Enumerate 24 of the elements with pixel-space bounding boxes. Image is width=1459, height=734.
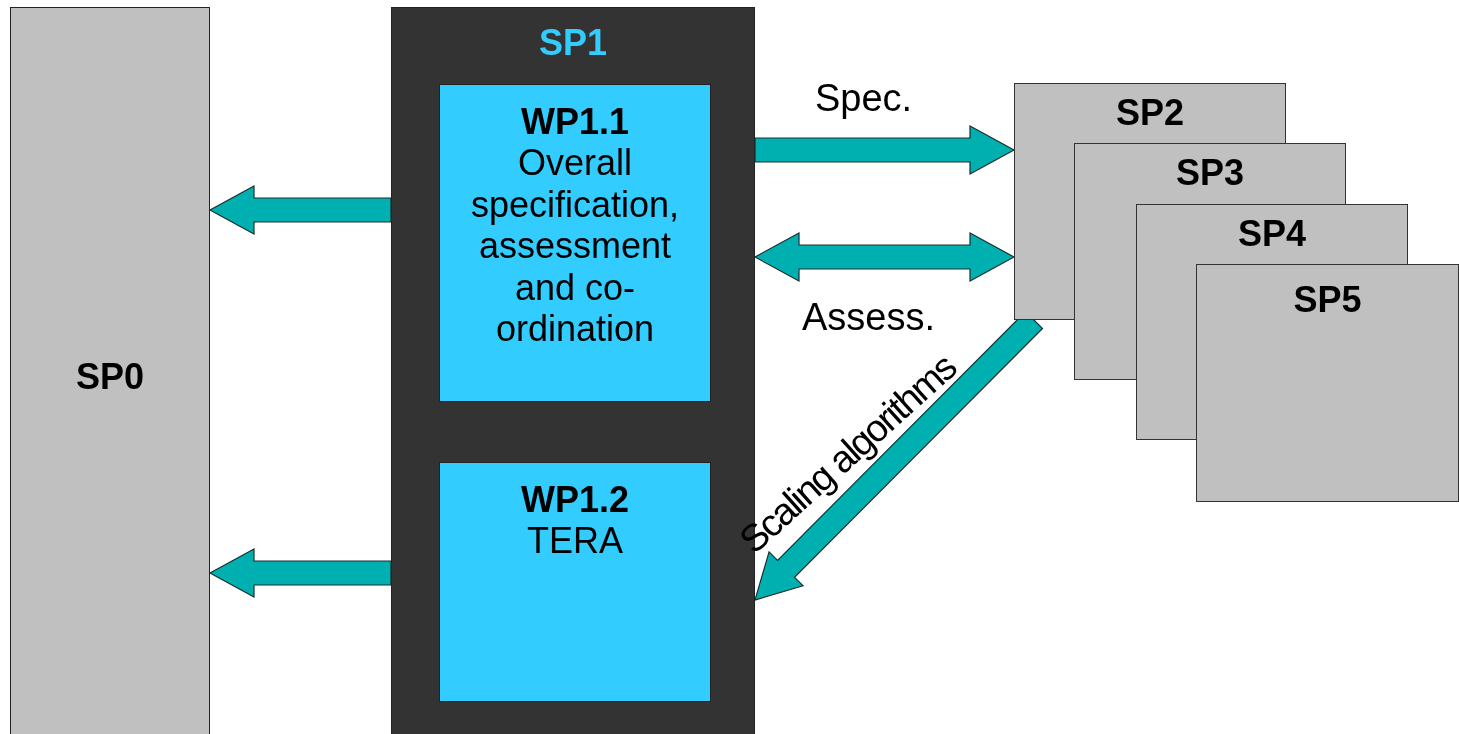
subproject-box (1196, 264, 1459, 502)
block-arrow (208, 548, 392, 598)
heading: WP1.1 (519, 101, 630, 143)
heading: SP4 (1236, 213, 1307, 255)
subproject-box (1014, 143, 1074, 320)
heading: SP0 (74, 356, 145, 398)
work-package-box (439, 462, 711, 702)
block-arrow (208, 185, 392, 235)
subproject-box (10, 7, 210, 734)
subproject-box (1074, 143, 1346, 204)
heading: SP3 (1174, 152, 1245, 194)
block-arrow (753, 232, 1016, 282)
subproject-box (1136, 204, 1408, 264)
heading: SP5 (1292, 279, 1363, 321)
work-package-box (439, 84, 711, 402)
subproject-box (1136, 264, 1196, 440)
description: TERA (526, 520, 624, 562)
heading: SP1 (537, 22, 608, 64)
heading: WP1.2 (519, 479, 630, 521)
subproject-box (1074, 204, 1136, 380)
block-arrow (754, 125, 1016, 175)
heading: SP2 (1114, 92, 1185, 134)
description: Overall specification, assessment and co-ordination (469, 142, 681, 350)
subproject-box (1014, 83, 1286, 143)
